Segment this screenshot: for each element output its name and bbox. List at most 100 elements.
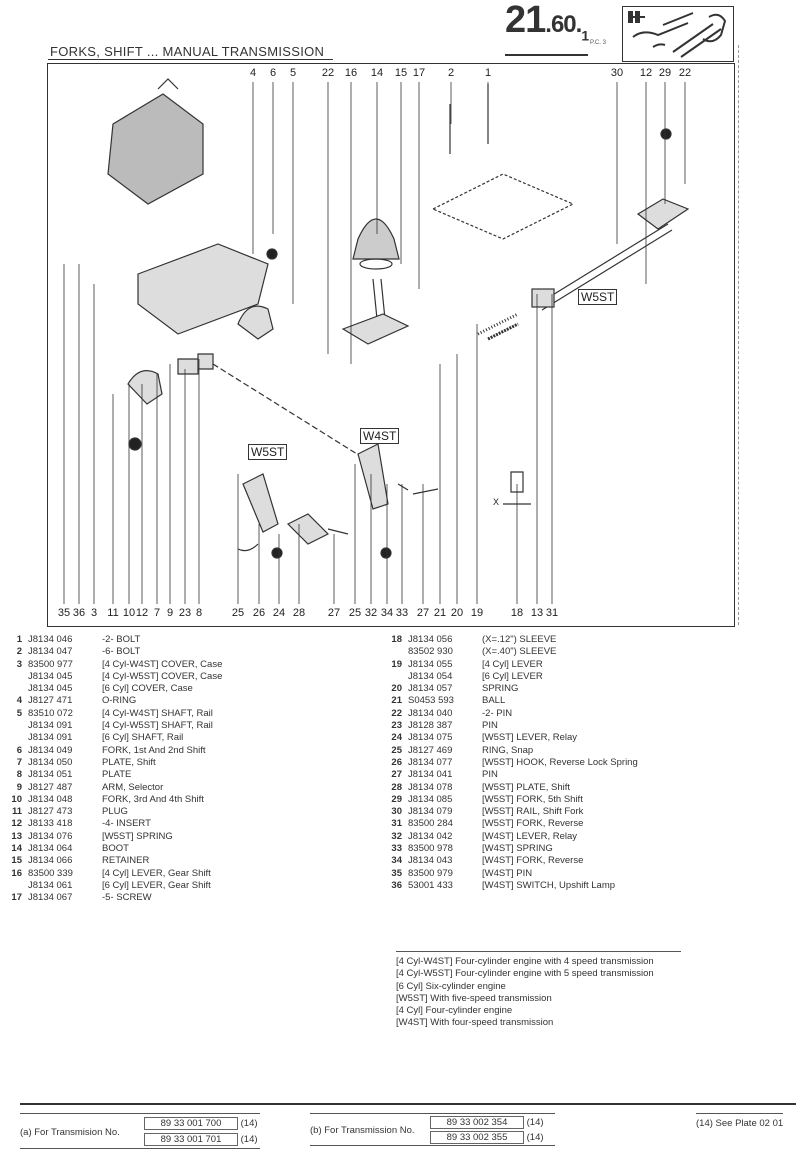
part-description: [W5ST] HOOK, Reverse Lock Spring	[482, 756, 638, 768]
part-row: J8134 045[6 Cyl] COVER, Case	[0, 683, 222, 695]
part-ref	[0, 720, 28, 732]
part-ref: 28	[391, 781, 402, 793]
part-description: -2- PIN	[482, 707, 513, 719]
part-number: J8134 064	[28, 843, 73, 855]
part-ref: 33	[391, 843, 402, 855]
part-ref: 14	[11, 843, 22, 855]
part-description: [4 Cyl-W4ST] SHAFT, Rail	[102, 707, 213, 719]
part-ref	[0, 671, 28, 683]
note-ref: (14)	[240, 1134, 258, 1145]
part-ref: 17	[11, 892, 22, 904]
part-ref: 32	[391, 830, 402, 842]
callout-number: 33	[395, 607, 409, 619]
callout-number: 11	[107, 607, 119, 619]
part-description: [W5ST] FORK, Reverse	[482, 818, 584, 830]
part-ref: 16	[11, 867, 22, 879]
part-ref: 11	[11, 806, 22, 818]
callout-number: 5	[289, 67, 297, 79]
gasket	[431, 173, 575, 240]
part-number: 53001 433	[408, 879, 453, 891]
part-ref: 5	[16, 707, 22, 719]
callout-number: 1	[484, 67, 492, 79]
part-description: [W5ST] LEVER, Relay	[482, 732, 578, 744]
part-number: S0453 593	[408, 695, 454, 707]
part-ref	[0, 683, 28, 695]
part-ref	[0, 732, 28, 744]
part-description: -4- INSERT	[102, 818, 151, 830]
part-number: J8134 051	[28, 769, 73, 781]
part-description: [4 Cyl-W5ST] COVER, Case	[102, 670, 223, 682]
part-description: RETAINER	[102, 855, 150, 867]
part-number: J8134 041	[408, 769, 453, 781]
see-plate-note: (14) See Plate 02 01	[696, 1113, 784, 1129]
part-number: J8134 042	[408, 830, 453, 842]
part-number: 83502 930	[408, 646, 453, 658]
footer-a-label: (a) For Transmision No.	[20, 1127, 120, 1138]
part-number: J8134 061	[28, 879, 73, 891]
part-description: -6- BOLT	[102, 646, 141, 658]
plate-number: 21.60.1	[505, 0, 589, 56]
callout-number: 20	[450, 607, 464, 619]
legend-item: [4 Cyl-W5ST] Four-cylinder engine with 5…	[396, 968, 654, 980]
part-ref: 4	[16, 695, 22, 707]
part-ref: 2	[16, 646, 22, 658]
part-ref: 36	[391, 879, 402, 891]
callout-number: 18	[510, 607, 524, 619]
plate-sub: .60.	[545, 11, 582, 38]
part-ref: 10	[11, 793, 22, 805]
callout-number: 27	[327, 607, 341, 619]
part-ref: 26	[391, 756, 402, 768]
callout-number: 7	[153, 607, 161, 619]
callout-number: 32	[364, 607, 378, 619]
part-ref	[380, 646, 408, 658]
callout-number: 14	[370, 67, 384, 79]
w5st-label-right: W5ST	[578, 289, 618, 305]
part-number: J8134 054	[408, 670, 453, 682]
callout-number: 10	[122, 607, 136, 619]
callout-number: 35	[57, 607, 71, 619]
legend-item: [4 Cyl] Four-cylinder engine	[396, 1005, 513, 1017]
note-ref: (14)	[526, 1132, 544, 1143]
part-number: J8133 418	[28, 818, 73, 830]
transmission-number: 89 33 001 700	[144, 1117, 238, 1130]
part-description: [W4ST] LEVER, Relay	[482, 830, 578, 842]
callout-number: 30	[610, 67, 624, 79]
callout-number: 23	[178, 607, 192, 619]
callout-number: 13	[530, 607, 544, 619]
callout-number: 26	[252, 607, 266, 619]
callout-number: 29	[658, 67, 672, 79]
callout-number: 24	[272, 607, 286, 619]
footer-b: (b) For Transmission No. 89 33 002 354 (…	[310, 1113, 555, 1146]
part-number: J8134 085	[408, 793, 453, 805]
part-description: [4 Cyl] LEVER, Gear Shift	[102, 867, 211, 879]
part-description: [W4ST] PIN	[482, 867, 533, 879]
part-number: J8127 473	[28, 806, 73, 818]
part-description: -2- BOLT	[102, 634, 141, 645]
transmission-number: 89 33 001 701	[144, 1133, 238, 1146]
part-description: [6 Cyl] SHAFT, Rail	[102, 732, 184, 744]
part-description: (X=.40") SLEEVE	[482, 646, 557, 658]
part-ref: 1	[16, 634, 22, 645]
boot	[352, 218, 400, 260]
note-ref: (14)	[240, 1118, 258, 1129]
part-ref: 13	[11, 830, 22, 842]
part-row: J8134 091[6 Cyl] SHAFT, Rail	[0, 732, 222, 744]
part-description: [W5ST] RAIL, Shift Fork	[482, 806, 584, 818]
part-ref	[380, 671, 408, 683]
part-row: J8134 091[4 Cyl-W5ST] SHAFT, Rail	[0, 720, 222, 732]
part-description: [6 Cyl] LEVER, Gear Shift	[102, 879, 211, 891]
plate-main: 21	[505, 0, 546, 41]
part-description: [6 Cyl] COVER, Case	[102, 683, 193, 695]
part-description: [W4ST] SWITCH, Upshift Lamp	[482, 879, 616, 891]
part-number: J8134 076	[28, 830, 73, 842]
